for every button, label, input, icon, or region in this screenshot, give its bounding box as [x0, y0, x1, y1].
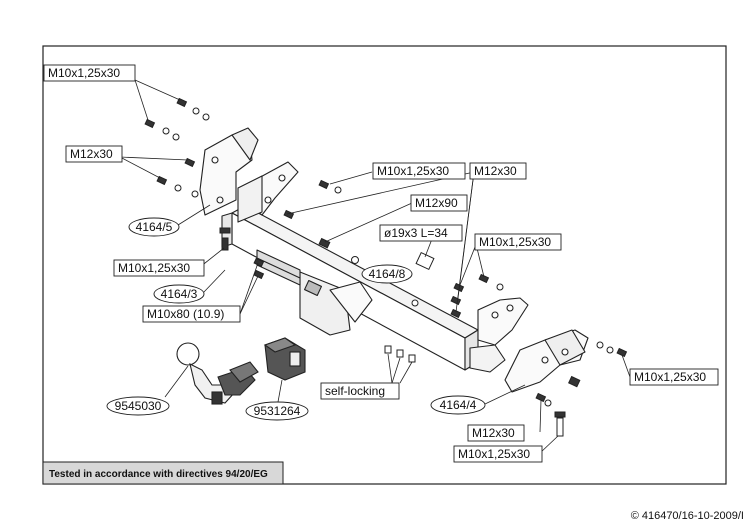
label-part-4164-8-text: 4164/8 [369, 267, 406, 281]
tow-ball [176, 342, 259, 405]
label-self-locking: self-locking [320, 382, 400, 400]
label-bolt-m12x90-text: M12x90 [415, 196, 458, 210]
label-part-4164-3: 4164/3 [153, 284, 205, 304]
label-washer-spec: ø19x3 L=34 [379, 224, 463, 242]
label-part-4164-8: 4164/8 [361, 264, 413, 284]
label-part-4164-4: 4164/4 [430, 395, 486, 415]
label-bolt-m12x90: M12x90 [410, 194, 468, 212]
label-bolt-left-bottom: M10x1,25x30 [113, 259, 205, 277]
label-bolt-bottom: M10x1,25x30 [453, 445, 543, 463]
label-part-4164-4-text: 4164/4 [440, 398, 477, 412]
right-side-bracket [469, 297, 589, 393]
label-bolt-top-left-text: M10x1,25x30 [48, 66, 120, 80]
label-self-locking-text: self-locking [325, 384, 385, 398]
label-washer-spec-text: ø19x3 L=34 [384, 226, 448, 240]
labels: M10x1,25x30 M12x30 M10x1,25x30 M12x30 M1… [43, 64, 719, 463]
label-bolt-right-top: M10x1,25x30 [474, 233, 562, 251]
label-part-9531264-text: 9531264 [254, 404, 301, 418]
label-bolt-right-top-text: M10x1,25x30 [479, 235, 551, 249]
label-bolt-m10x80-text: M10x80 (10.9) [147, 307, 224, 321]
label-part-9545030: 9545030 [106, 396, 170, 416]
label-part-4164-5-text: 4164/5 [136, 220, 173, 234]
label-part-4164-3-text: 4164/3 [161, 287, 198, 301]
label-bolt-mid-top-text: M10x1,25x30 [377, 164, 449, 178]
diagram-frame [42, 45, 727, 485]
label-bolt-right-far: M10x1,25x30 [629, 368, 719, 386]
label-bolt-left-m12-text: M12x30 [70, 147, 113, 161]
label-bolt-top-left: M10x1,25x30 [43, 64, 136, 82]
label-bolt-right-m12-top: M12x30 [469, 162, 527, 180]
label-part-9545030-text: 9545030 [115, 399, 162, 413]
directive-note: Tested in accordance with directives 94/… [42, 461, 284, 485]
label-bolt-bottom-m12: M12x30 [467, 424, 525, 442]
socket-plate [263, 337, 306, 381]
label-part-9531264: 9531264 [245, 401, 309, 421]
label-bolt-left-m12: M12x30 [65, 145, 123, 163]
label-bolt-right-m12-top-text: M12x30 [474, 164, 517, 178]
label-bolt-mid-top: M10x1,25x30 [372, 162, 466, 180]
left-side-bracket [199, 127, 299, 223]
label-bolt-m10x80: M10x80 (10.9) [142, 305, 241, 323]
label-bolt-left-bottom-text: M10x1,25x30 [118, 261, 190, 275]
leader-lines [119, 79, 631, 454]
copyright-text: © 416470/16-10-2009/I [630, 510, 744, 522]
label-bolt-right-far-text: M10x1,25x30 [634, 370, 706, 384]
label-bolt-bottom-m12-text: M12x30 [472, 426, 515, 440]
label-part-4164-5: 4164/5 [128, 217, 180, 237]
hardware [144, 97, 628, 437]
label-bolt-bottom-text: M10x1,25x30 [458, 447, 530, 461]
directive-note-text: Tested in accordance with directives 94/… [49, 469, 268, 480]
